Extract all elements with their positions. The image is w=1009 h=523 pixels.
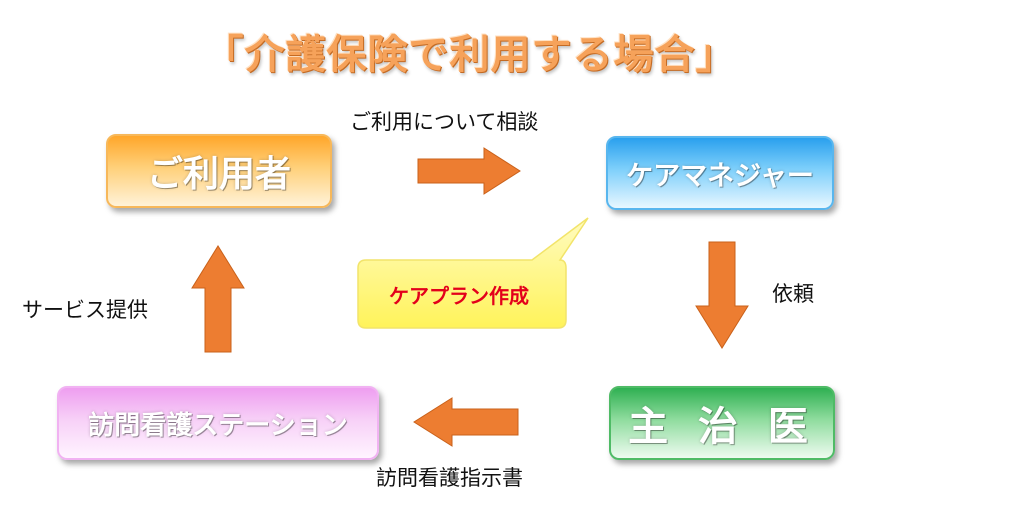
instruction-label: 訪問看護指示書: [376, 466, 523, 490]
arrow-left-icon: [413, 397, 519, 447]
arrow-down-icon: [695, 241, 749, 349]
page-title: 「介護保険で利用する場合」: [203, 32, 737, 78]
doctor-node: 主 治 医: [609, 386, 835, 460]
arrow-right-icon: [417, 147, 521, 195]
request-label: 依頼: [772, 282, 814, 306]
care-plan-label: ケアプラン作成: [389, 283, 529, 308]
care-manager-node: ケアマネジャー: [606, 136, 834, 210]
user-node: ご利用者: [106, 134, 332, 208]
arrow-up-icon: [191, 245, 245, 353]
callout-bubble: [357, 217, 589, 329]
service-label: サービス提供: [22, 298, 148, 322]
consult-label: ご利用について相談: [350, 110, 539, 134]
nursing-station-node: 訪問看護ステーション: [57, 386, 379, 460]
